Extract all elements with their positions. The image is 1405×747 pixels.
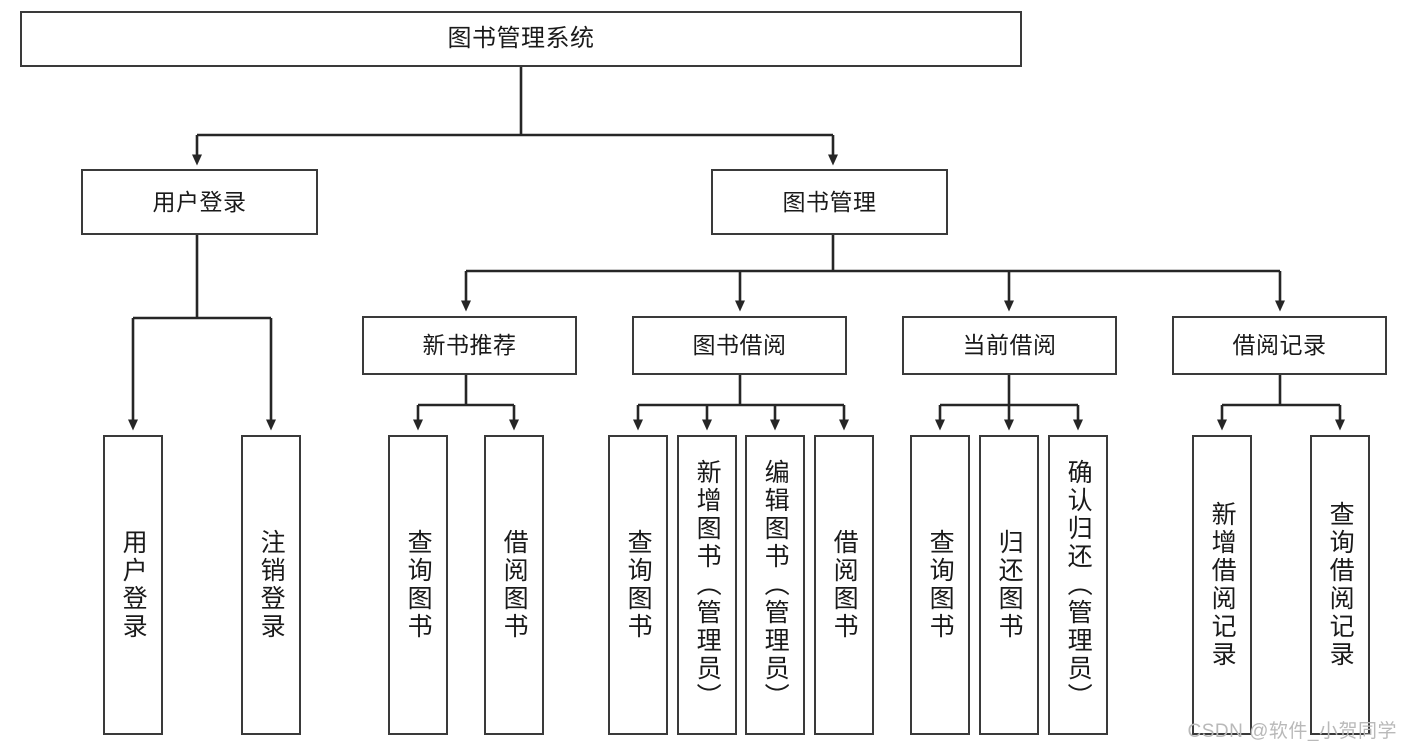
leaf-current-borrow-query[interactable]: 查询图书 xyxy=(910,435,970,735)
node-label: 借阅图书 xyxy=(830,529,859,641)
node-label: 图书管理 xyxy=(782,188,877,215)
leaf-user-login-login[interactable]: 用户登录 xyxy=(103,435,163,735)
node-label: 查询图书 xyxy=(624,529,653,641)
node-label: 新增图书（管理员） xyxy=(693,459,722,711)
csdn-watermark: CSDN @软件_小贺同学 xyxy=(1187,721,1397,742)
node-borrow-record[interactable]: 借阅记录 xyxy=(1172,316,1387,375)
node-label: 查询图书 xyxy=(404,529,433,641)
leaf-new-book-query[interactable]: 查询图书 xyxy=(388,435,448,735)
node-label: 确认归还（管理员） xyxy=(1064,459,1093,711)
node-label: 用户登录 xyxy=(119,529,148,641)
leaf-book-borrow-query[interactable]: 查询图书 xyxy=(608,435,668,735)
leaf-book-borrow-add[interactable]: 新增图书（管理员） xyxy=(677,435,737,735)
leaf-borrow-record-add[interactable]: 新增借阅记录 xyxy=(1192,435,1252,735)
node-label: 查询图书 xyxy=(926,529,955,641)
node-label: 图书管理系统 xyxy=(447,25,595,53)
leaf-current-borrow-return[interactable]: 归还图书 xyxy=(979,435,1039,735)
node-label: 用户登录 xyxy=(152,188,247,215)
leaf-book-borrow-edit[interactable]: 编辑图书（管理员） xyxy=(745,435,805,735)
node-new-book-recommend[interactable]: 新书推荐 xyxy=(362,316,577,375)
node-label: 图书借阅 xyxy=(692,332,787,359)
leaf-new-book-borrow[interactable]: 借阅图书 xyxy=(484,435,544,735)
node-label: 编辑图书（管理员） xyxy=(761,459,790,711)
node-label: 归还图书 xyxy=(995,529,1024,641)
node-user-login[interactable]: 用户登录 xyxy=(81,169,318,235)
leaf-borrow-record-query[interactable]: 查询借阅记录 xyxy=(1310,435,1370,735)
node-root-system[interactable]: 图书管理系统 xyxy=(20,11,1022,67)
leaf-current-borrow-confirm-return[interactable]: 确认归还（管理员） xyxy=(1048,435,1108,735)
node-label: 借阅图书 xyxy=(500,529,529,641)
node-label: 当前借阅 xyxy=(962,332,1057,359)
node-label: 新书推荐 xyxy=(422,332,517,359)
leaf-book-borrow-borrow[interactable]: 借阅图书 xyxy=(814,435,874,735)
node-label: 注销登录 xyxy=(257,529,286,641)
node-label: 借阅记录 xyxy=(1232,332,1327,359)
leaf-user-login-logout[interactable]: 注销登录 xyxy=(241,435,301,735)
node-book-manage[interactable]: 图书管理 xyxy=(711,169,948,235)
node-label: 新增借阅记录 xyxy=(1208,501,1237,669)
node-book-borrow[interactable]: 图书借阅 xyxy=(632,316,847,375)
node-label: 查询借阅记录 xyxy=(1326,501,1355,669)
node-current-borrow[interactable]: 当前借阅 xyxy=(902,316,1117,375)
